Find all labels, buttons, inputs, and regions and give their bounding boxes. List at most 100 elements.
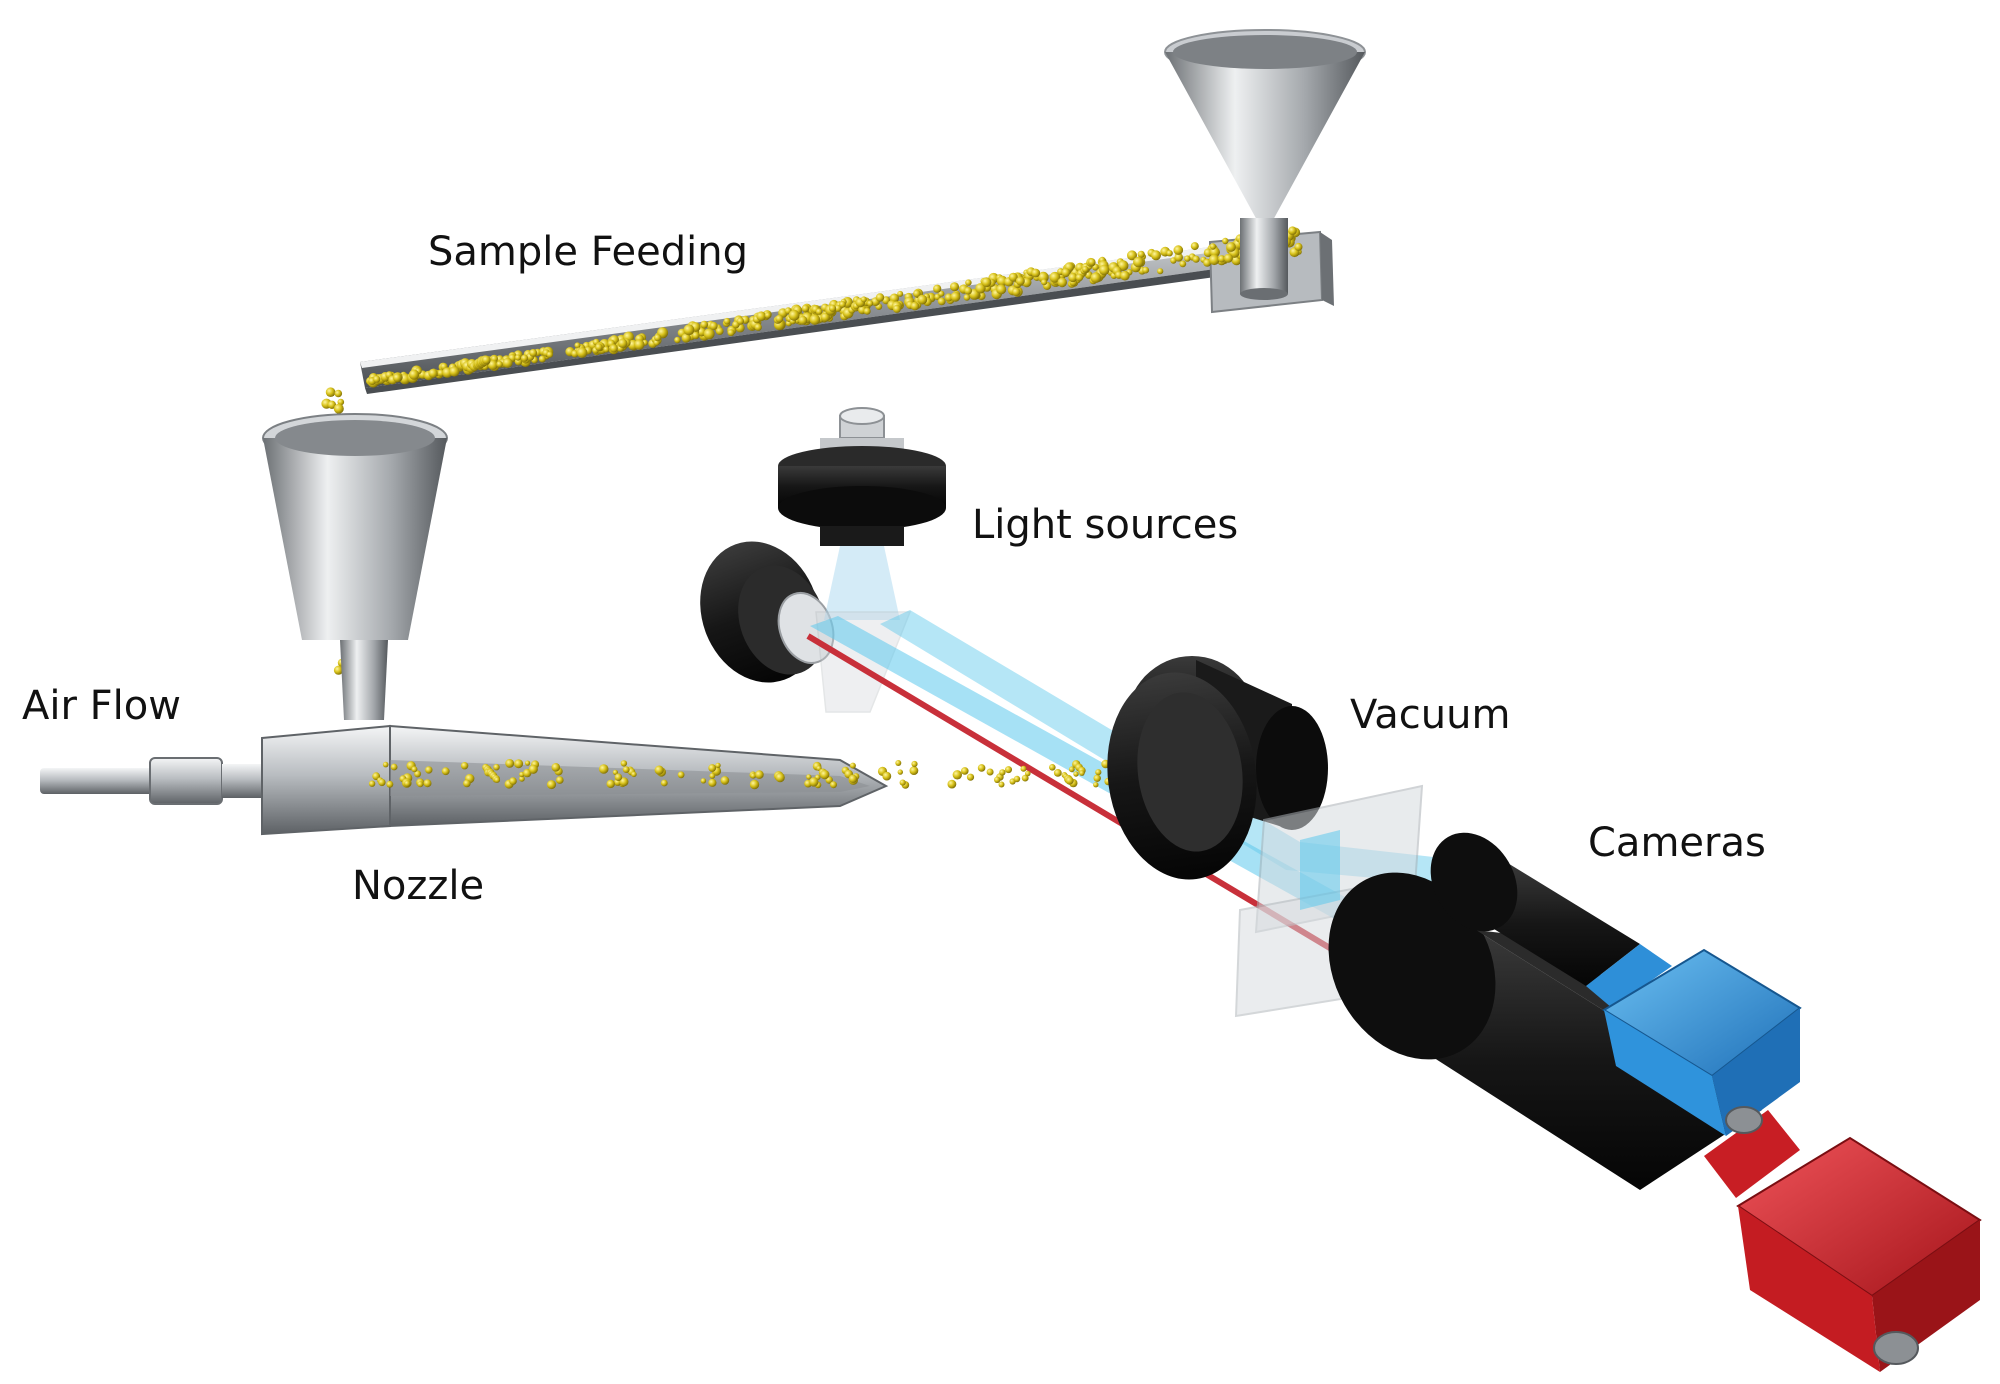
particle [519, 775, 525, 782]
particle [834, 304, 842, 312]
particle [441, 767, 450, 776]
particle [1223, 253, 1233, 263]
particle [913, 289, 921, 298]
particle [634, 339, 645, 350]
particle [674, 336, 681, 344]
particle [546, 351, 553, 358]
particle [408, 369, 420, 380]
particle [727, 329, 735, 337]
particle [1137, 250, 1145, 258]
particle [1041, 279, 1048, 286]
particle [806, 774, 812, 780]
particle [1127, 250, 1137, 261]
particle [390, 763, 398, 771]
particle [965, 279, 972, 286]
particle [715, 762, 721, 769]
particle [1173, 245, 1184, 255]
particle [509, 777, 517, 785]
particle [1013, 775, 1021, 783]
particle [494, 776, 501, 783]
particle [882, 771, 892, 781]
particle [700, 778, 707, 784]
particle [986, 768, 994, 776]
particle [1015, 276, 1025, 286]
particle [1057, 277, 1067, 288]
particle [909, 766, 919, 775]
particle [736, 317, 745, 325]
particle [1099, 264, 1110, 276]
particle [1082, 266, 1089, 273]
particle [966, 773, 975, 781]
particle [950, 282, 959, 292]
particle [961, 767, 969, 775]
particle [963, 294, 971, 301]
particle [528, 764, 538, 774]
particle [525, 760, 531, 766]
particle [612, 769, 619, 776]
particle [460, 762, 469, 770]
particle [1053, 769, 1062, 777]
camera-blue [1430, 832, 1802, 1136]
particle [754, 323, 762, 331]
particle [1012, 287, 1021, 296]
nozzle-funnel [262, 413, 448, 720]
particle [1142, 266, 1150, 274]
particle [1025, 770, 1031, 777]
particle [487, 360, 498, 370]
particle [609, 344, 618, 353]
particle [933, 284, 942, 293]
particle [788, 309, 800, 321]
particle [820, 312, 830, 322]
particle [1174, 252, 1183, 262]
particle [895, 760, 902, 766]
light-source-side [700, 541, 835, 683]
light-source-top [778, 407, 946, 546]
particle [691, 331, 700, 340]
particle [619, 777, 629, 787]
particle [1218, 255, 1226, 263]
particle [709, 321, 718, 331]
particle [1061, 268, 1071, 277]
particle [614, 773, 623, 781]
particle [1226, 242, 1236, 252]
particle [428, 368, 438, 378]
particle [1133, 256, 1144, 268]
particle [677, 771, 685, 779]
particle [382, 761, 389, 768]
label-sample-feeding: Sample Feeding [428, 229, 748, 275]
particle [1190, 242, 1199, 251]
particle [529, 349, 538, 357]
particle [496, 360, 503, 368]
particle [327, 400, 337, 409]
particle [897, 769, 903, 775]
particle [1209, 243, 1217, 250]
trough-particles [366, 226, 1303, 388]
particle [325, 387, 336, 398]
particle [1008, 272, 1018, 282]
particle [1068, 272, 1078, 283]
particle [1179, 260, 1187, 268]
particle [999, 769, 1006, 776]
particle [703, 328, 715, 340]
particle [414, 770, 422, 778]
nozzle-assembly [40, 724, 889, 836]
particle [404, 780, 411, 787]
particle [1184, 255, 1191, 262]
particle [775, 314, 784, 323]
particle [1079, 770, 1085, 776]
particle [700, 320, 709, 329]
particle [809, 777, 819, 787]
particle [1157, 268, 1164, 275]
particle [1095, 769, 1102, 776]
particle [964, 286, 972, 295]
particle [681, 333, 691, 343]
particle [551, 763, 561, 772]
particle [1021, 774, 1029, 782]
particle [373, 375, 381, 383]
camera-red [1328, 872, 1982, 1372]
particle [720, 776, 730, 785]
particle [502, 357, 513, 368]
particle [863, 307, 871, 315]
particle [801, 304, 810, 313]
particle [576, 347, 588, 358]
